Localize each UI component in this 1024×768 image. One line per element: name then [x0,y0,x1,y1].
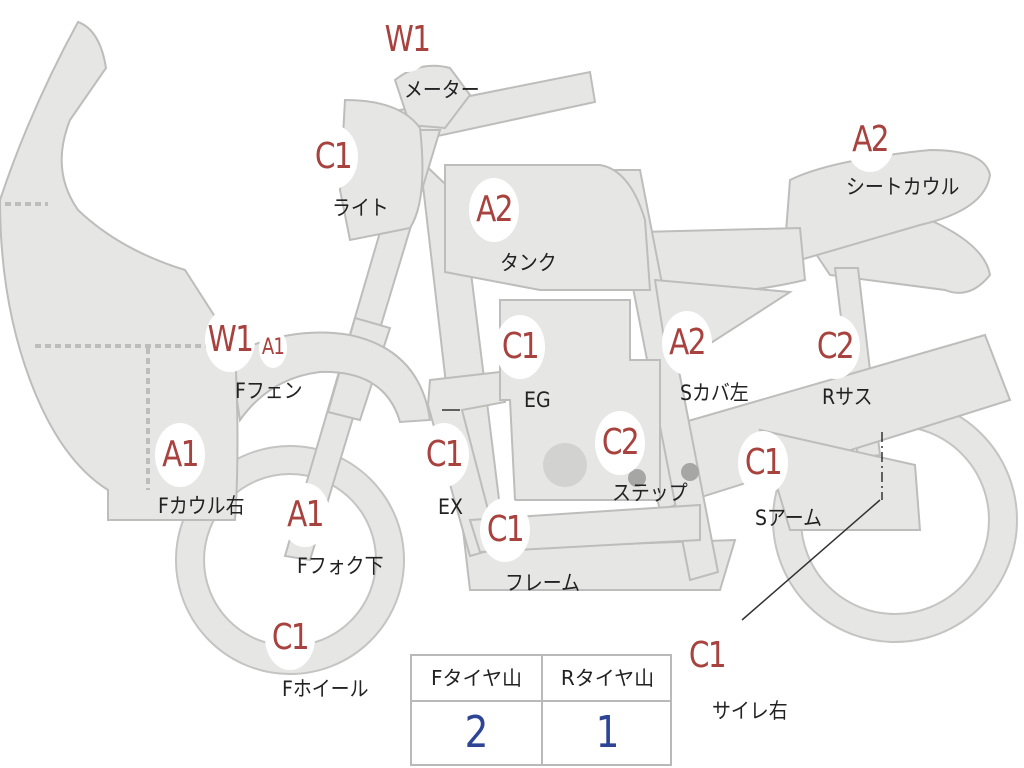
grade-badge-tank: A2 [469,178,519,242]
grade-text: A2 [852,119,889,160]
part-label-swing-arm: Sアーム [755,506,823,530]
seat-cowl-shape [783,148,992,262]
grade-text: W1 [384,19,431,60]
part-label-front-fork-lower: Fフォク下 [297,554,384,578]
headlight-shape [338,98,424,242]
part-label-engine: EG [524,388,551,412]
part-label-side-cover-left: Sカバ左 [680,381,749,405]
grade-text: A1 [162,434,199,475]
grade-text: A1 [261,335,285,360]
grade-badge-front-cowl-right: A1 [155,423,205,487]
part-label-tank: タンク [500,251,557,275]
grade-text: C1 [271,617,310,658]
part-label-step: ステップ [612,481,688,505]
grade-text: C2 [601,422,640,463]
tire-tread-table: Fタイヤ山 2 Rタイヤ山 1 [410,654,672,766]
grade-badge-seat-cowl: A2 [845,108,895,172]
grade-text: C1 [744,442,783,483]
grade-text: A2 [669,322,706,363]
front-wheel-outline-outer [175,445,405,675]
front-cowl-shape [0,20,239,521]
muffler-shape [758,428,922,531]
grade-badge-exhaust: C1 [419,423,469,487]
grade-text: C2 [816,326,855,367]
muffler-leader-line [741,499,881,621]
grade-badge-muffler-right: C1 [682,624,732,688]
grade-text: C1 [314,136,353,177]
front-tire-value: 2 [464,707,489,758]
part-label-frame: フレーム [505,571,581,595]
grade-badge-front-wheel: C1 [265,606,315,670]
grade-badge-step: C2 [595,411,645,475]
part-label-meter: メーター [404,78,480,102]
grade-text: A1 [287,494,324,535]
part-label-front-fender: Fフェン [235,379,303,403]
rear-tire-column: Rタイヤ山 1 [543,656,672,764]
grade-badge-light: C1 [308,125,358,189]
grade-text: C1 [425,434,464,475]
grade-text: C1 [688,635,727,676]
rear-tire-value: 1 [595,707,620,758]
part-label-rear-suspension: Rサス [822,385,873,409]
grade-badge-rear-suspension: C2 [810,315,860,379]
grade-badge-swing-arm: C1 [738,431,788,495]
front-tire-column: Fタイヤ山 2 [412,656,543,764]
engine-cover-shape [543,443,587,487]
meter-shape [393,64,472,130]
grade-text: C1 [486,509,525,550]
grade-badge-side-cover-left: A2 [662,311,712,375]
grade-badge-front-fender-extra: A1 [259,328,287,368]
part-label-front-cowl-right: Fカウル右 [158,494,245,518]
grade-badge-engine: C1 [495,315,545,379]
grade-badge-front-fender: W1 [205,308,255,372]
grade-badge-meter: W1 [382,8,432,72]
grade-text: A2 [476,189,513,230]
part-label-front-wheel: Fホイール [282,677,369,701]
front-tire-header: Fタイヤ山 [412,656,541,702]
rear-tire-header: Rタイヤ山 [543,656,672,702]
grade-text: C1 [501,326,540,367]
step-peg-1-shape [628,469,646,487]
grade-badge-frame: C1 [480,498,530,562]
grade-text: W1 [207,319,254,360]
step-peg-2-shape [681,463,699,481]
part-label-seat-cowl: シートカウル [846,175,960,199]
part-label-muffler-right: サイレ右 [712,699,788,723]
part-label-light: ライト [332,196,389,220]
grade-badge-front-fork-lower: A1 [280,483,330,547]
part-label-exhaust: EX [438,495,463,519]
